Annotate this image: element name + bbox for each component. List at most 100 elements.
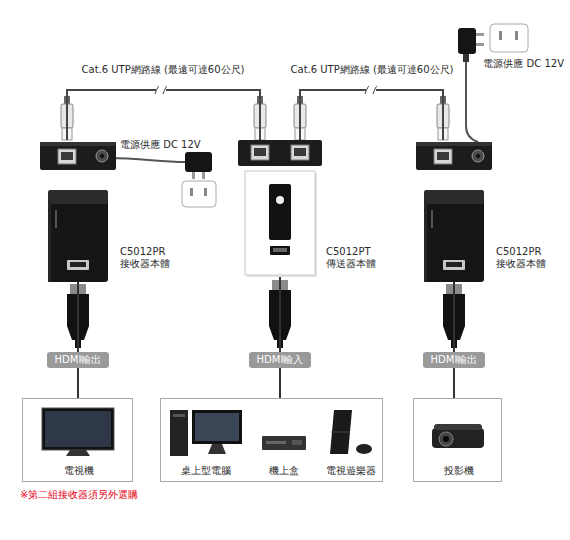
- desktop-pc-icon: [173, 414, 185, 417]
- port-label: HDMI輸出: [55, 354, 102, 366]
- game-console-icon: [330, 410, 372, 454]
- power-label: 電源供應 DC 12V: [120, 139, 201, 151]
- desktop-pc-icon: [170, 410, 188, 456]
- receiver-unit-art: [416, 142, 492, 146]
- network-cable: [67, 90, 260, 140]
- receiver-unit-art: [424, 190, 484, 282]
- transmitter-unit-art: [254, 148, 266, 156]
- power-adapter: [515, 31, 518, 40]
- power-adapter: [185, 152, 212, 172]
- power-adapter: [499, 31, 502, 40]
- power-adapter: [458, 28, 476, 54]
- game-console-icon: [331, 432, 350, 433]
- receiver-unit-art: [40, 142, 116, 146]
- receiver-unit-art: [446, 262, 462, 267]
- transmitter-unit-art: [238, 140, 322, 277]
- receiver-unit-art: [424, 200, 427, 282]
- receiver-unit-art: [48, 190, 108, 282]
- power-adapter: [192, 172, 195, 179]
- projector-icon: [434, 424, 482, 430]
- port-label: HDMI輸出: [431, 354, 478, 366]
- power-adapter: [202, 172, 205, 179]
- receiver-unit-art: [40, 142, 116, 170]
- hdmi-cable: [453, 282, 455, 352]
- receiver-unit-art: [70, 262, 86, 267]
- power-adapter: [476, 43, 484, 46]
- projector-icon: [443, 436, 449, 442]
- receiver-unit: C5012PR 接收器本體: [416, 140, 492, 282]
- power-adapter: [190, 188, 193, 196]
- transmitter-unit-art: [251, 145, 269, 160]
- projector-icon: [432, 424, 484, 448]
- cable-break: [156, 84, 166, 96]
- model-label: C5012PT 傳送器本體: [326, 246, 386, 270]
- transmitter-unit-art: [291, 145, 309, 160]
- transmitter-unit: C5012PT 傳送器本體: [238, 140, 322, 277]
- device-label: 電視遊樂器: [326, 465, 376, 477]
- receiver-unit-art: [424, 190, 484, 204]
- set-top-box-icon: [292, 440, 302, 445]
- receiver-unit: C5012PR 接收器本體: [40, 140, 116, 282]
- transmitter-unit-art: [245, 171, 315, 275]
- receiver-unit-art: [416, 140, 492, 282]
- receiver-unit-art: [61, 152, 73, 160]
- receiver-unit-art: [431, 210, 433, 228]
- receiver-unit-art: [476, 154, 480, 158]
- receiver-unit-art: [40, 140, 116, 282]
- game-console-icon: [356, 444, 372, 454]
- port-tag: HDMI輸出: [423, 352, 486, 368]
- tv-icon: [42, 408, 114, 450]
- transmitter-unit-art: [270, 246, 290, 255]
- cable-label: Cat.6 UTP網路線 (最遠可達60公尺): [80, 64, 247, 76]
- projector-icon: [439, 432, 453, 446]
- tv-icon: [42, 408, 114, 456]
- hdmi-cable: [279, 368, 281, 398]
- transmitter-unit-art: [273, 248, 287, 252]
- cable-break: [365, 84, 377, 96]
- hdmi-cable: [77, 368, 79, 398]
- power-adapter: [182, 181, 216, 207]
- hdmi-cable: [77, 282, 79, 352]
- power-adapter: [466, 62, 478, 142]
- port-label: HDMI輸入: [257, 354, 304, 366]
- tv-icon: [66, 450, 90, 456]
- set-top-box-icon: [262, 436, 306, 450]
- set-top-box-icon: [262, 436, 306, 450]
- receiver-unit-art: [96, 150, 108, 162]
- game-console-icon: [330, 410, 352, 454]
- hdmi-cable: [279, 277, 281, 352]
- cable-break: [366, 84, 376, 96]
- transmitter-unit-art: [276, 196, 284, 204]
- receiver-unit-art: [434, 149, 452, 164]
- transmitter-unit-art: [269, 184, 291, 240]
- tv-icon: [45, 411, 111, 447]
- power-label: 電源供應 DC 12V: [483, 58, 564, 70]
- receiver-unit-art: [443, 260, 465, 270]
- note-text: ※第二組接收器須另外選購: [20, 489, 138, 501]
- device-label: 電視機: [64, 465, 94, 477]
- power-adapter: [476, 33, 484, 36]
- port-tag: HDMI輸出: [47, 352, 110, 368]
- device-label: 桌上型電腦: [181, 465, 231, 477]
- device-label: 機上盒: [269, 465, 299, 477]
- device-group-box: 電視機: [22, 398, 133, 482]
- power-adapter: [458, 24, 528, 142]
- power-adapter: [108, 158, 185, 162]
- receiver-unit-art: [472, 150, 484, 162]
- set-top-box-icon: [266, 441, 286, 444]
- power-adapter: [490, 24, 528, 52]
- cable-label: Cat.6 UTP網路線 (最遠可達60公尺): [289, 64, 456, 76]
- desktop-pc-icon: [192, 410, 242, 444]
- hdmi-cable: [453, 368, 455, 398]
- receiver-unit-art: [48, 190, 108, 204]
- receiver-unit-art: [67, 260, 89, 270]
- cable-break: [155, 86, 167, 94]
- desktop-pc-icon: [208, 444, 226, 454]
- receiver-unit-art: [100, 154, 104, 158]
- cable-break: [365, 86, 377, 94]
- desktop-pc-icon: [170, 410, 242, 456]
- receiver-unit-art: [58, 149, 76, 164]
- projector-icon: [432, 428, 484, 448]
- network-cable: [300, 90, 443, 140]
